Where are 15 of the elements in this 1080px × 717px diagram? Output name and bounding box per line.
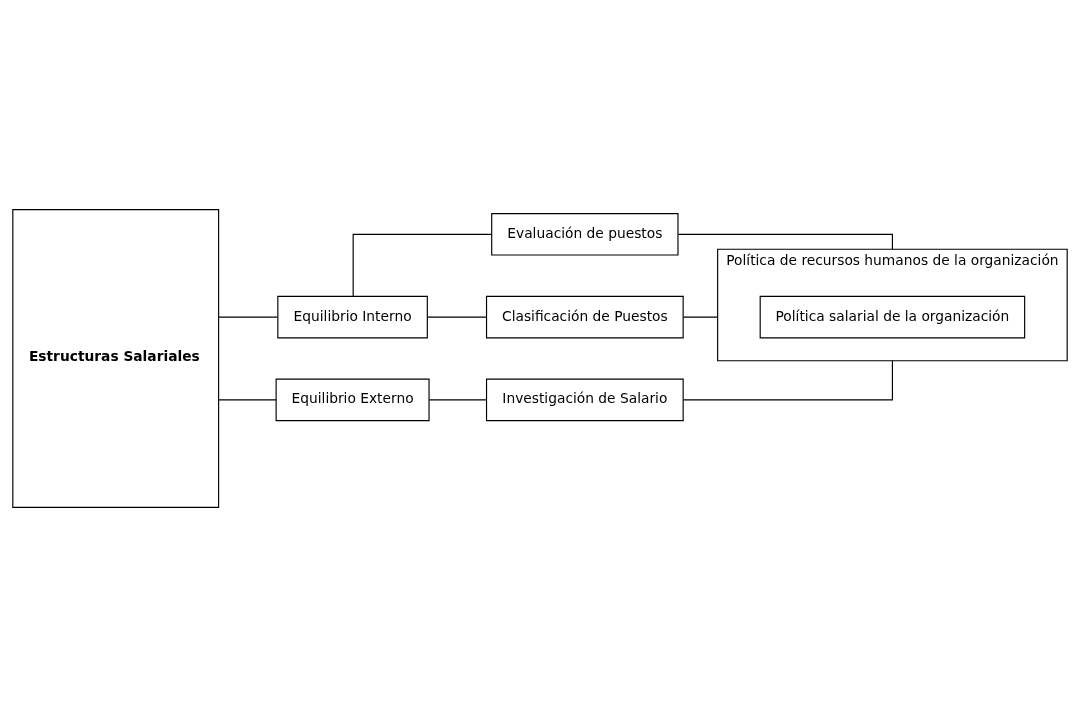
connector <box>426 316 488 318</box>
connector <box>677 233 893 250</box>
connector <box>352 233 493 297</box>
connector <box>218 316 279 318</box>
node-box: Política salarial de la organización <box>759 295 1026 339</box>
connector <box>682 316 719 318</box>
connector <box>218 399 277 401</box>
node-box: Investigación de Salario <box>485 378 684 422</box>
node-box: Equilibrio Externo <box>275 378 430 422</box>
connector <box>682 360 893 401</box>
node-box: Evaluación de puestos <box>491 213 679 256</box>
node-box: Equilibrio Interno <box>277 295 428 339</box>
node-box: Estructuras Salariales <box>12 209 220 508</box>
connector <box>428 399 487 401</box>
node-box: Clasificación de Puestos <box>485 295 684 339</box>
